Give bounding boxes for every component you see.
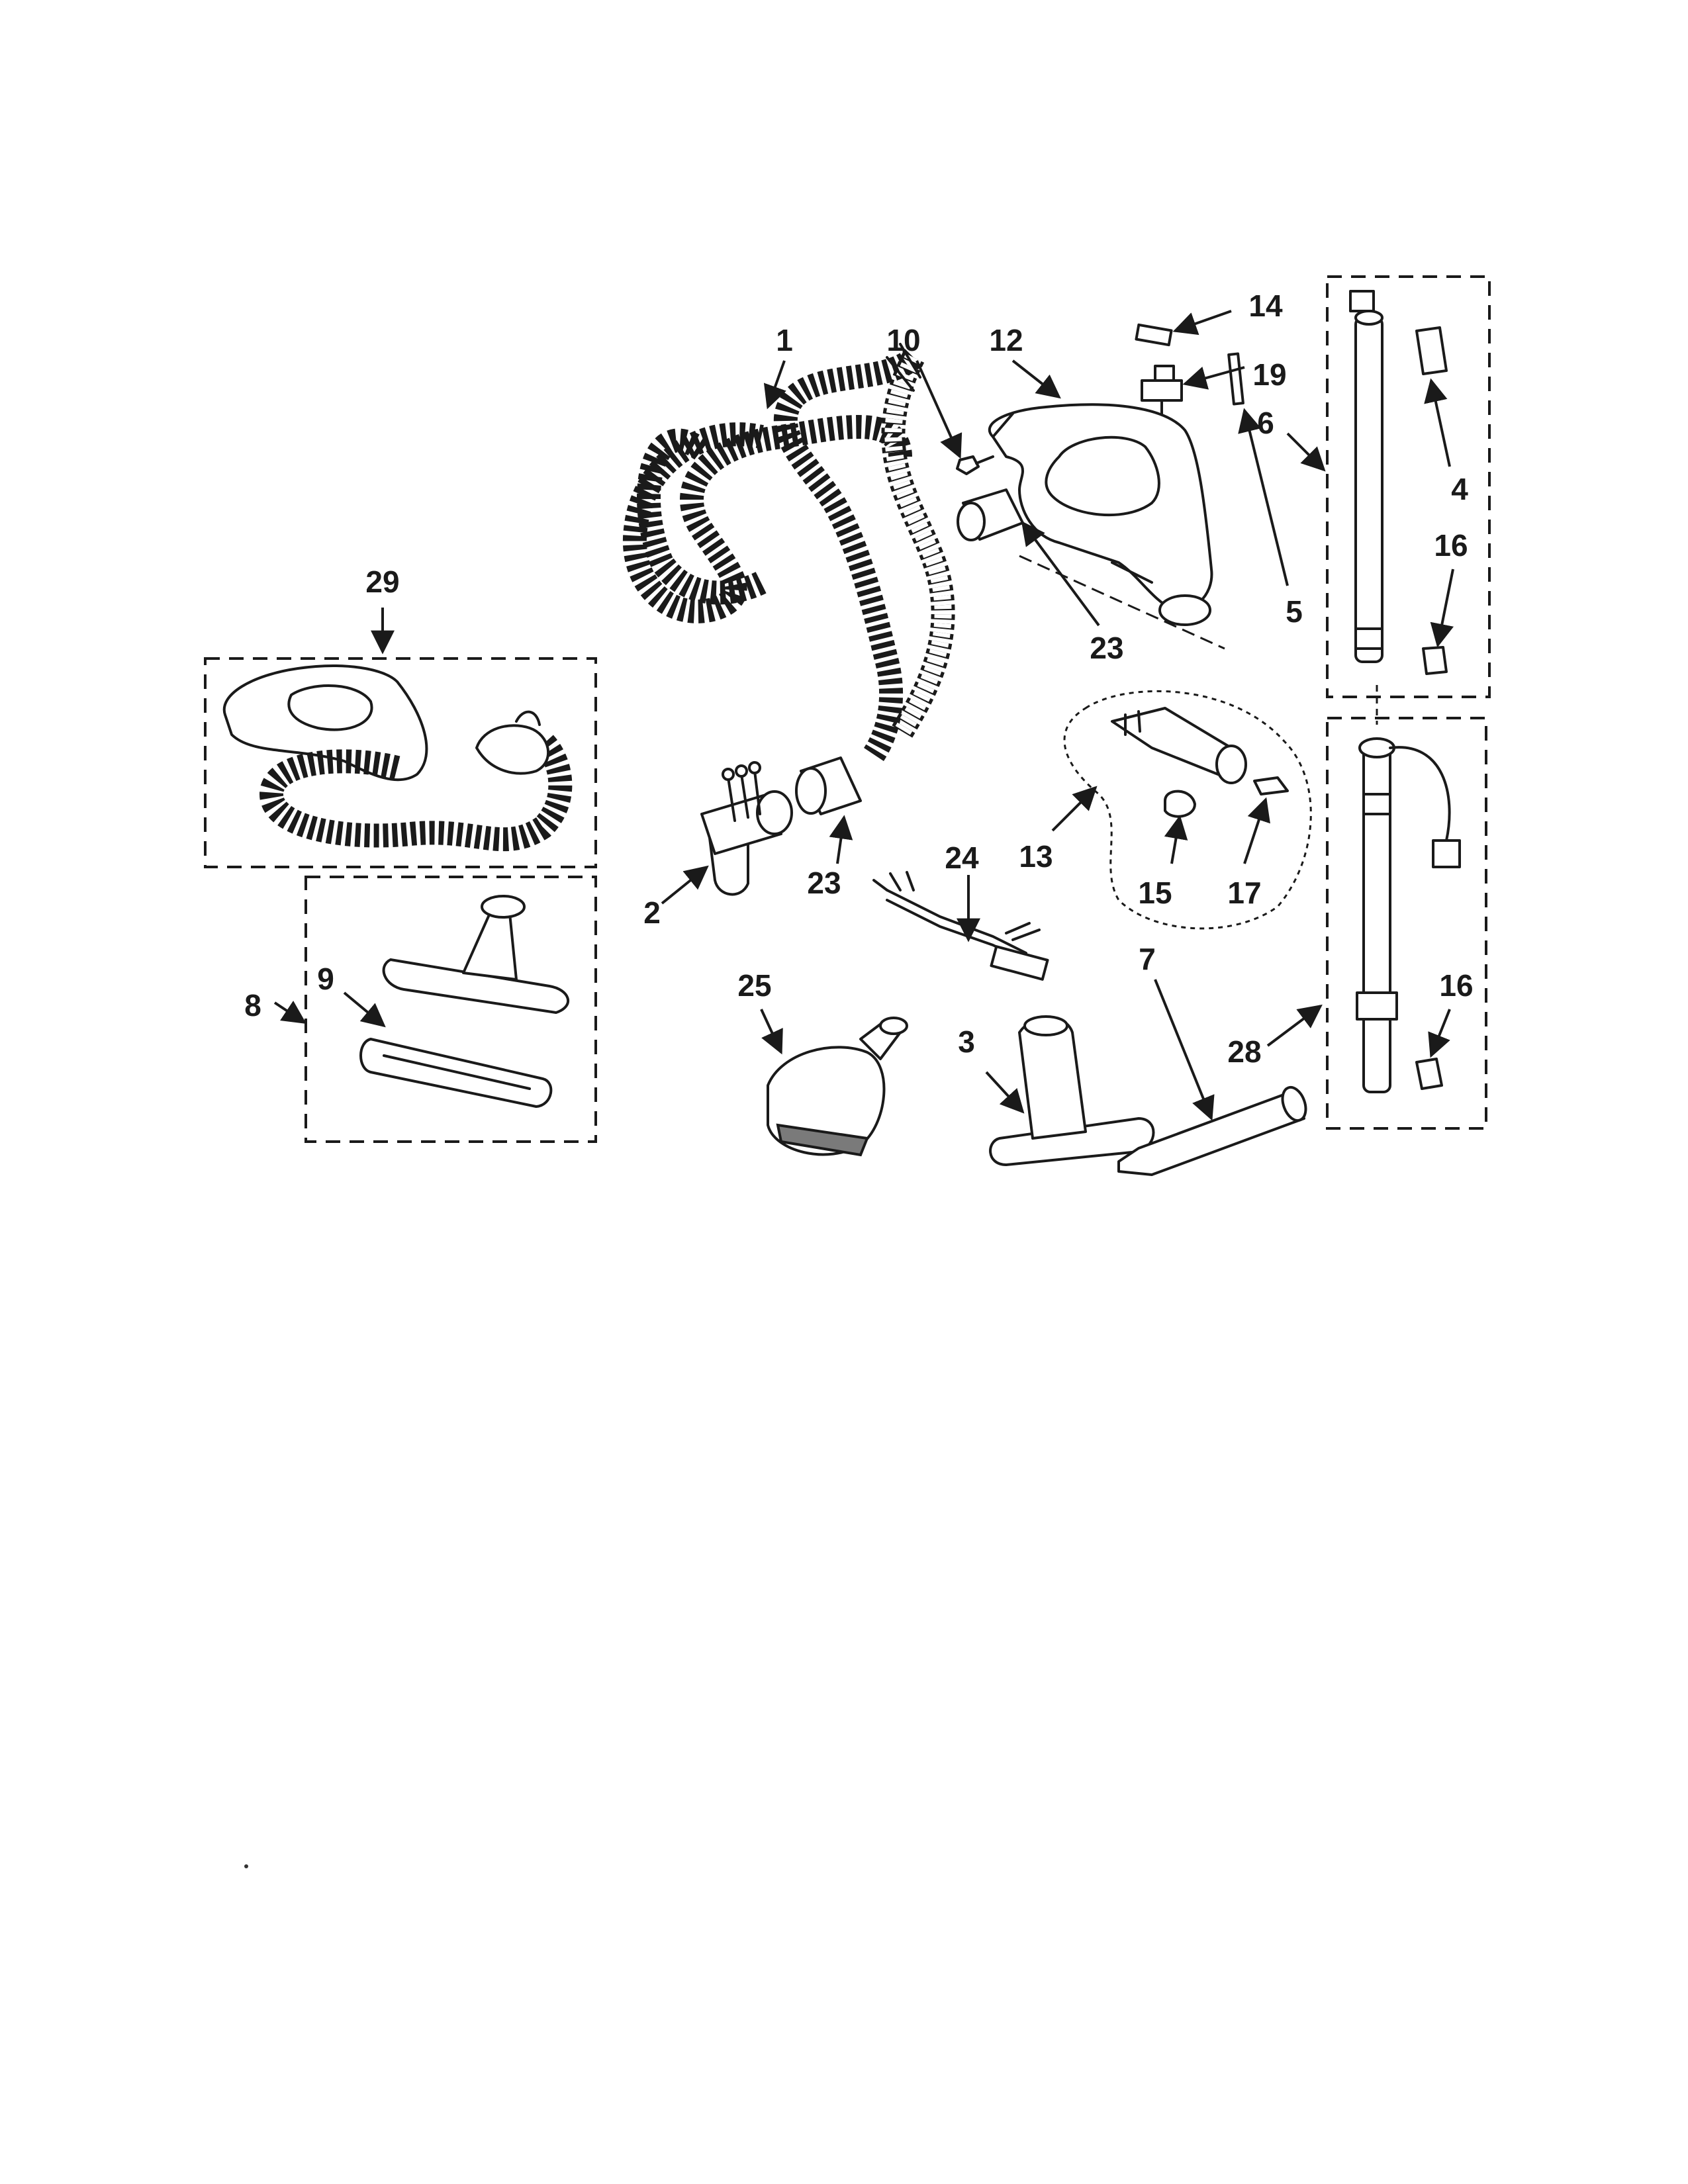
part-24-wire-harness (872, 871, 1049, 981)
part-14-clip (1135, 323, 1173, 347)
callout-4: 4 (1451, 472, 1468, 506)
part-4-collar (1415, 326, 1448, 375)
callout-28: 28 (1227, 1034, 1261, 1069)
callout-2: 2 (643, 895, 661, 930)
callout-13: 13 (1019, 839, 1053, 874)
callout-15: 15 (1138, 876, 1172, 910)
callout-6: 6 (1257, 406, 1274, 440)
part-10-screw (956, 455, 994, 475)
speck (244, 1864, 248, 1868)
group-box-28 (1326, 717, 1487, 1130)
leader-arrows (273, 310, 1454, 1121)
callout-16-upper: 16 (1434, 528, 1468, 563)
part-3-nozzle (989, 1015, 1155, 1166)
callout-29: 29 (365, 565, 399, 599)
callout-9: 9 (317, 962, 334, 996)
part-7-crevice-tool (1117, 1085, 1307, 1176)
part-15-clip (1164, 790, 1196, 818)
callout-16-lower: 16 (1439, 968, 1473, 1003)
group-box-6 (1326, 275, 1491, 698)
callout-12: 12 (989, 323, 1023, 357)
part-9-brush-strip (359, 1038, 553, 1108)
part-16-lower-clip (1415, 1058, 1443, 1090)
callout-19: 19 (1252, 357, 1286, 392)
group-box-29 (204, 657, 597, 868)
part-19-switch (1141, 365, 1183, 415)
callout-23-upper: 23 (1090, 631, 1123, 665)
callout-7: 7 (1139, 942, 1156, 976)
part-16-upper-clip (1422, 646, 1448, 675)
callout-24: 24 (945, 841, 979, 875)
part-28-wand-cord (1356, 737, 1461, 1093)
callout-1: 1 (776, 323, 793, 357)
callout-3: 3 (958, 1024, 975, 1059)
handle-dash-line (1019, 555, 1225, 650)
group-outline-13 (1063, 690, 1312, 930)
part-23-lower-connector (795, 756, 862, 815)
callout-14: 14 (1248, 289, 1283, 323)
callout-10: 10 (886, 323, 920, 357)
part-1-hose (622, 343, 955, 761)
part-25-turbo-brush (767, 1017, 908, 1157)
part-6-wand (1349, 290, 1383, 663)
callout-5: 5 (1286, 594, 1303, 629)
part-2-swivel (700, 761, 793, 896)
callout-23-lower: 23 (807, 866, 841, 900)
part-5-strip (1227, 352, 1244, 406)
callout-17: 17 (1227, 876, 1261, 910)
callout-8: 8 (244, 988, 261, 1023)
part-23-upper-connector (957, 488, 1024, 541)
part-17-clip (1253, 776, 1289, 796)
part-12-handle (988, 403, 1213, 626)
part-8-floor-tool (382, 895, 570, 1014)
part-13-valve (1111, 707, 1247, 784)
part-29-hose-assembly (222, 664, 573, 852)
callout-25: 25 (737, 968, 771, 1003)
